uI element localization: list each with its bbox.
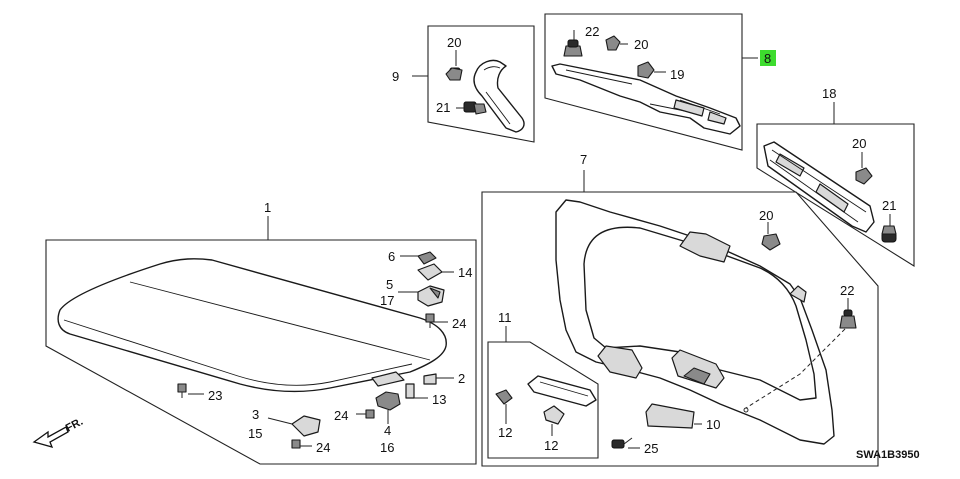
callout-4[interactable]: 4 (384, 423, 391, 438)
callout-6[interactable]: 6 (388, 249, 395, 264)
clip-20-icon (855, 167, 873, 185)
callout-22[interactable]: 22 (585, 24, 599, 39)
callout-24[interactable]: 24 (334, 408, 348, 423)
callout-20[interactable]: 20 (759, 208, 773, 223)
callout-7[interactable]: 7 (580, 152, 587, 167)
bolt-23-icon (177, 383, 187, 398)
group-11-pull-handle (487, 326, 599, 459)
part-10-pad (645, 403, 695, 429)
callout-14[interactable]: 14 (458, 265, 472, 280)
callout-12[interactable]: 12 (498, 425, 512, 440)
callouts: 9 20 21 22 20 19 8 18 20 21 7 20 22 10 2… (208, 24, 896, 456)
front-direction-arrow: FR. (32, 416, 85, 448)
part-4-hook (375, 391, 401, 411)
callout-10[interactable]: 10 (706, 417, 720, 432)
callout-13[interactable]: 13 (432, 392, 446, 407)
callout-11[interactable]: 11 (498, 310, 512, 325)
callout-1[interactable]: 1 (264, 200, 271, 215)
callout-25[interactable]: 25 (644, 441, 658, 456)
group-1-cargo-cover (45, 216, 477, 465)
clip-22-icon (563, 39, 583, 57)
callout-24[interactable]: 24 (316, 440, 330, 455)
clip-14-icon (417, 263, 443, 281)
group-18-side-garnish (756, 102, 915, 267)
clip-19-icon (637, 61, 655, 79)
callout-18[interactable]: 18 (822, 86, 836, 101)
callout-20[interactable]: 20 (634, 37, 648, 52)
callout-22[interactable]: 22 (840, 283, 854, 298)
callout-16[interactable]: 16 (380, 440, 394, 455)
clip-20-icon (761, 233, 781, 251)
callout-15[interactable]: 15 (248, 426, 262, 441)
callout-20[interactable]: 20 (852, 136, 866, 151)
clip-20-icon (605, 35, 621, 51)
group-7-tailgate-lining (481, 170, 879, 467)
clip-20-icon (445, 67, 463, 81)
clip-21-icon (881, 225, 897, 243)
bracket-5-icon (417, 285, 445, 307)
part-3-bracket (291, 415, 321, 437)
diagram-code: SWA1B3950 (856, 449, 920, 461)
group-8-upper-garnish (544, 13, 758, 151)
pillar-trim-part (473, 59, 525, 133)
clip-6-icon (417, 251, 437, 265)
callout-21[interactable]: 21 (882, 198, 896, 213)
callout-24[interactable]: 24 (452, 316, 466, 331)
upper-garnish-part (551, 63, 741, 135)
svg-text:FR.: FR. (64, 416, 85, 435)
callout-8[interactable]: 8 (764, 51, 771, 66)
highlight-box (760, 50, 776, 66)
callout-23[interactable]: 23 (208, 388, 222, 403)
screw-25-icon (611, 437, 633, 449)
callout-19[interactable]: 19 (670, 67, 684, 82)
callout-5[interactable]: 5 (386, 277, 393, 292)
part-2-block (423, 373, 437, 385)
callout-3[interactable]: 3 (252, 407, 259, 422)
callout-2[interactable]: 2 (458, 371, 465, 386)
clip-22-icon (839, 309, 857, 329)
group-9-pillar-trim (412, 25, 535, 143)
callout-20[interactable]: 20 (447, 35, 461, 50)
pull-handle-part (527, 375, 597, 407)
callout-9[interactable]: 9 (392, 69, 399, 84)
cargo-cover-board (57, 258, 447, 393)
callout-17[interactable]: 17 (380, 293, 394, 308)
part-13-clip (405, 383, 415, 399)
callout-12[interactable]: 12 (544, 438, 558, 453)
callout-21[interactable]: 21 (436, 100, 450, 115)
clip-21-icon (463, 101, 487, 115)
